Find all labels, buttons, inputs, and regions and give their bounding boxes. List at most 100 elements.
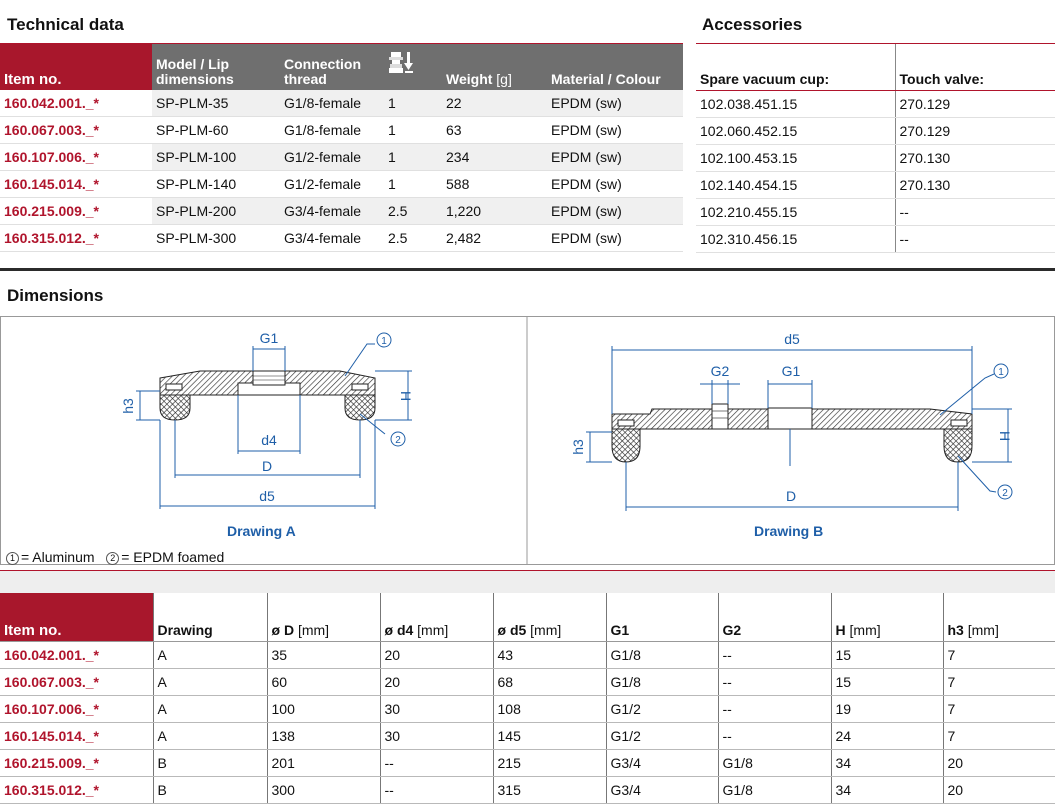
dim-d: 100 [266,695,380,723]
col-d5: ø d5 [mm] [492,593,606,642]
material: EPDM (sw) [547,224,683,252]
svg-text:d4: d4 [261,432,277,448]
weight: 588 [442,170,547,198]
model: SP-PLM-200 [152,197,280,225]
dim-d: 138 [266,722,380,750]
dimension-drawings: G1 d4 D d5 H h3 1 2 [0,316,1055,565]
thread-g1: G1/2 [605,722,718,750]
svg-text:h3: h3 [120,398,136,414]
table-row: 160.042.001._* A 35 20 43 G1/8 -- 15 7 [0,641,1055,669]
spare-cup: 102.310.456.15 [696,225,896,253]
connection-thread: G1/2-female [280,170,384,198]
table-row: 160.067.003._* SP-PLM-60 G1/8-female 1 6… [0,116,683,144]
accessories-rule [696,43,1055,44]
section-divider [0,268,1055,271]
svg-text:H: H [997,431,1013,441]
model: SP-PLM-140 [152,170,280,198]
dim-d: 60 [266,668,380,696]
touch-valve: 270.130 [895,171,1055,199]
thread-g1: G3/4 [605,776,718,804]
spare-cup: 102.038.451.15 [696,90,896,118]
quantity: 2.5 [384,224,442,252]
dim-d4: 30 [379,695,493,723]
dim-d5: 145 [492,722,606,750]
col-material: Material / Colour [547,44,683,90]
table-row: 160.215.009._* SP-PLM-200 G3/4-female 2.… [0,197,683,225]
model: SP-PLM-60 [152,116,280,144]
item-number: 160.067.003._* [0,668,153,696]
drawing-a: G1 d4 D d5 H h3 1 2 [120,330,414,509]
dim-d4: 20 [379,668,493,696]
quantity: 1 [384,90,442,117]
model: SP-PLM-35 [152,90,280,117]
dim-h: 24 [830,722,943,750]
dim-h: 15 [830,668,943,696]
dim-h3: 7 [942,668,1055,696]
connection-thread: G3/4-female [280,197,384,225]
drawing: A [152,695,267,723]
drawing-b-caption: Drawing B [754,523,824,539]
dim-h3: 7 [942,722,1055,750]
drawing: A [152,641,267,669]
table-row: 102.210.455.15-- [696,198,1055,226]
svg-text:h3: h3 [570,439,586,455]
legend-marker-2: 2 [106,552,120,565]
material: EPDM (sw) [547,197,683,225]
material: EPDM (sw) [547,116,683,144]
spare-cup: 102.140.454.15 [696,171,896,199]
drawing: A [152,722,267,750]
col-h: H [mm] [830,593,943,642]
weight: 1,220 [442,197,547,225]
thread-g2: G1/8 [717,749,831,777]
dim-h: 34 [830,749,943,777]
accessories-table: Spare vacuum cup: Touch valve: 102.038.4… [696,44,1055,253]
model: SP-PLM-100 [152,143,280,171]
accessories-title: Accessories [702,15,803,34]
thread-g1: G1/8 [605,641,718,669]
dim-d: 201 [266,749,380,777]
table-row: 102.310.456.15-- [696,225,1055,253]
technical-data-title: Technical data [7,15,124,34]
material: EPDM (sw) [547,90,683,117]
touch-valve: -- [895,198,1055,226]
dim-d4: 20 [379,641,493,669]
thread-g2: -- [717,695,831,723]
technical-data-rule [0,43,683,44]
thread-g2: -- [717,668,831,696]
col-model: Model / Lip dimensions [152,44,280,90]
svg-text:d5: d5 [784,331,800,347]
spacer-band [0,571,1055,593]
dim-h: 15 [830,641,943,669]
drawing-a-caption: Drawing A [227,523,296,539]
table-row: 160.107.006._* SP-PLM-100 G1/2-female 1 … [0,143,683,171]
item-number: 160.145.014._* [0,722,153,750]
col-item-no: Item no. [0,593,153,642]
col-h3: h3 [mm] [942,593,1055,642]
svg-text:1: 1 [998,367,1004,378]
drawing: B [152,776,267,804]
col-d4: ø d4 [mm] [379,593,493,642]
svg-text:G2: G2 [711,363,730,379]
spare-cup: 102.060.452.15 [696,117,896,145]
thread-g2: -- [717,722,831,750]
item-number: 160.067.003._* [0,116,152,144]
quantity: 2.5 [384,197,442,225]
table-row: 160.042.001._* SP-PLM-35 G1/8-female 1 2… [0,90,683,117]
touch-valve: 270.129 [895,117,1055,145]
col-drawing: Drawing [152,593,267,642]
col-d: ø D [mm] [266,593,380,642]
svg-text:G1: G1 [782,363,801,379]
item-number: 160.107.006._* [0,143,152,171]
weight: 234 [442,143,547,171]
item-number: 160.215.009._* [0,197,152,225]
svg-text:D: D [262,458,272,474]
svg-text:1: 1 [381,336,387,347]
col-touch-valve: Touch valve: [895,44,1055,91]
dim-d5: 108 [492,695,606,723]
dim-h3: 7 [942,641,1055,669]
dim-h: 19 [830,695,943,723]
